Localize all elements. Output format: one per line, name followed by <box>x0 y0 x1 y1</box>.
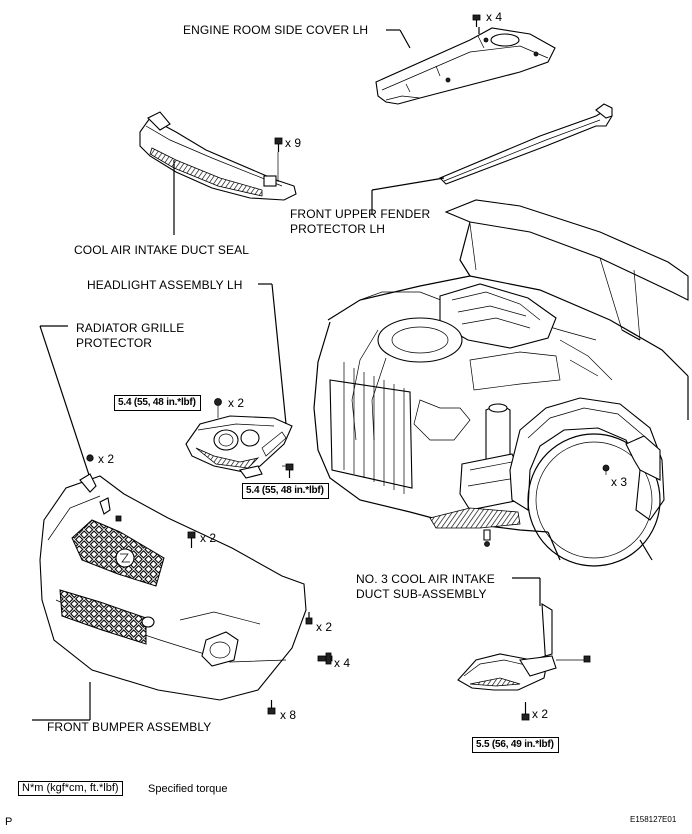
bumper-screw-quantity: x 4 <box>334 656 351 670</box>
duct-side-bolt-icon <box>556 655 591 663</box>
headlight-bolt-lower-icon <box>285 463 294 478</box>
front-bumper-assembly-label: FRONT BUMPER ASSEMBLY <box>47 720 212 734</box>
engine-room-side-cover-label: ENGINE ROOM SIDE COVER LH <box>183 23 369 37</box>
no3-duct-label-line1: NO. 3 COOL AIR INTAKE <box>356 572 495 586</box>
headlight-assembly-part <box>185 415 293 479</box>
grille-clip-icon <box>86 454 94 462</box>
bumper-bottom-quantity: x 8 <box>280 708 297 722</box>
legend-text: Specified torque <box>148 783 228 795</box>
radiator-grille-label-line2: PROTECTOR <box>76 336 153 350</box>
bumper-side-bolt-icon <box>305 612 313 625</box>
cool-air-intake-duct-seal-label: COOL AIR INTAKE DUCT SEAL <box>74 243 249 257</box>
figure-code: E158127E01 <box>630 815 677 824</box>
page-mark: P <box>5 816 13 828</box>
legend-torque-box: N*m (kgf*cm, ft.*lbf) <box>18 781 123 796</box>
engine-room-side-cover-part <box>375 27 556 105</box>
headlight-quantity: x 2 <box>228 396 245 410</box>
fender-clip-quantity: x 3 <box>611 475 628 489</box>
headlight-bolt-upper-icon <box>214 398 222 406</box>
front-upper-fender-protector-part <box>439 103 613 185</box>
seal-quantity: x 9 <box>285 136 302 150</box>
duct-quantity: x 2 <box>532 707 549 721</box>
bumper-bottom-bolt-icon <box>267 700 276 715</box>
headlight-lower-torque-box: 5.4 (55, 48 in.*lbf) <box>242 483 329 499</box>
front-upper-fender-label-line2: PROTECTOR LH <box>290 222 385 236</box>
front-bumper-assembly-part <box>39 473 307 701</box>
duct-torque-box: 5.5 (56, 49 in.*lbf) <box>472 737 559 753</box>
radiator-grille-label-line1: RADIATOR GRILLE <box>76 321 185 335</box>
bumper-top-bolt-icon <box>187 531 196 548</box>
cover-quantity: x 4 <box>486 10 503 24</box>
no3-duct-label-line2: DUCT SUB-ASSEMBLY <box>356 587 487 601</box>
grille-quantity: x 2 <box>98 452 115 466</box>
bumper-side-screw-icon <box>317 652 333 665</box>
cool-air-intake-duct-seal-part <box>139 111 297 201</box>
headlight-upper-torque-box: 5.4 (55, 48 in.*lbf) <box>114 395 201 411</box>
headlight-assembly-label: HEADLIGHT ASSEMBLY LH <box>87 278 243 292</box>
duct-bolt-icon <box>521 702 530 721</box>
vehicle-body-illustration <box>313 199 689 567</box>
front-upper-fender-label-line1: FRONT UPPER FENDER <box>290 207 431 221</box>
bumper-top-quantity: x 2 <box>200 531 217 545</box>
seal-bolt-icon <box>274 137 283 152</box>
cover-bolt-icon <box>472 14 481 27</box>
bumper-side-quantity: x 2 <box>316 620 333 634</box>
no3-cool-air-intake-duct-part <box>457 602 557 691</box>
